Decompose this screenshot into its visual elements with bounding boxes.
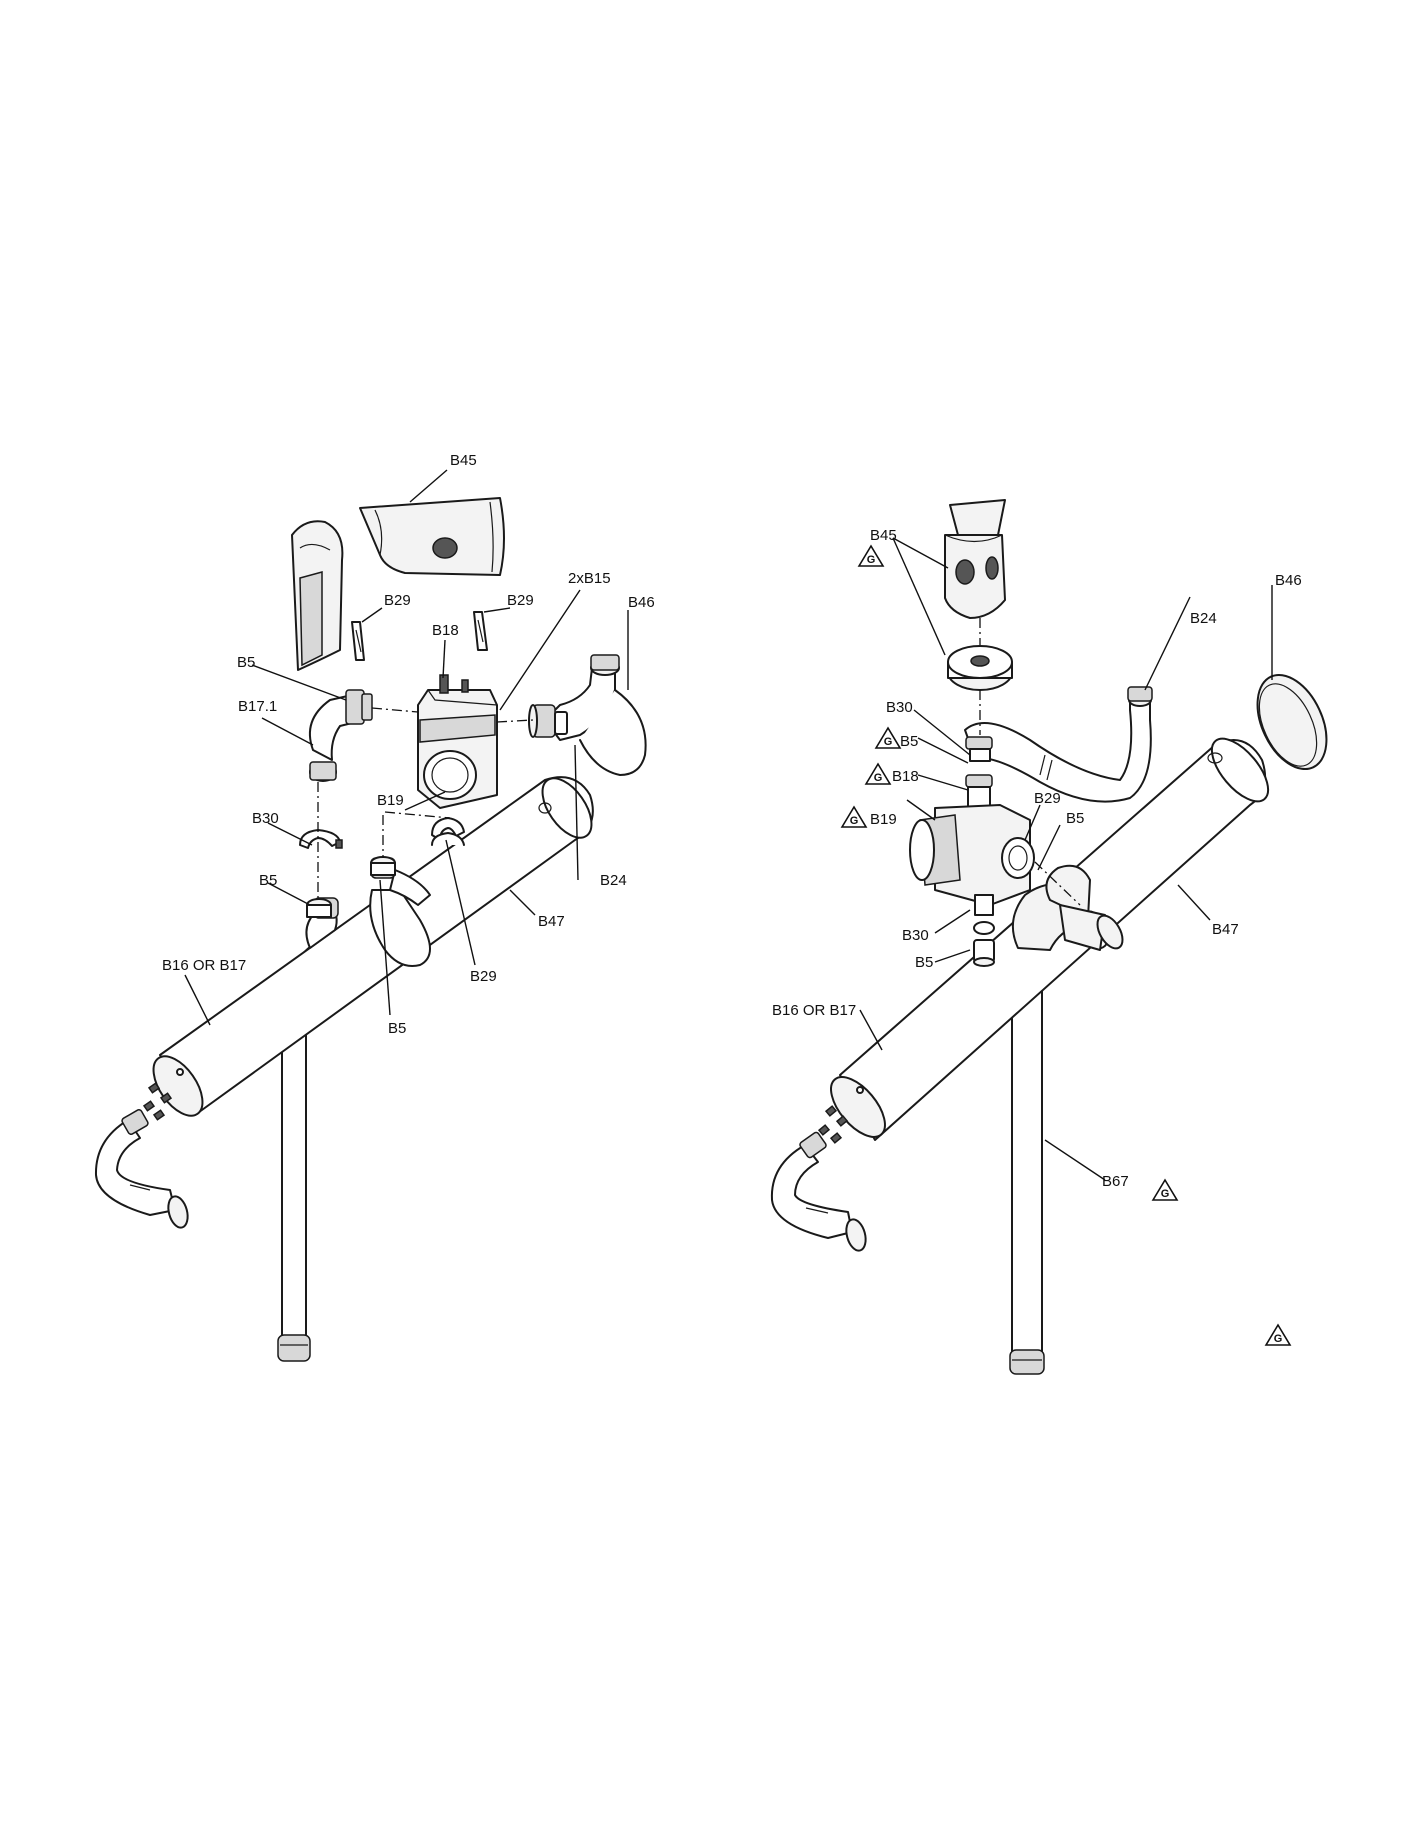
left-assembly: B45 B29 B18 B29 2xB15 B46 B5 B17.1 B19 B… bbox=[94, 452, 655, 1362]
right-label-b45: B45 bbox=[870, 527, 897, 544]
right-label-b5-b: B5 bbox=[1066, 810, 1084, 827]
left-main-cylinder bbox=[142, 776, 594, 1121]
left-label-b17-1: B17.1 bbox=[238, 698, 277, 715]
left-label-b18: B18 bbox=[432, 622, 459, 639]
left-label-b16-or-b17: B16 OR B17 bbox=[162, 957, 246, 974]
left-label-b15: 2xB15 bbox=[568, 570, 611, 587]
right-label-b30-b: B30 bbox=[902, 927, 929, 944]
right-elbow-pipe bbox=[770, 1131, 867, 1252]
right-label-b67: B67 bbox=[1102, 1173, 1129, 1190]
left-b19-clip bbox=[431, 817, 465, 846]
left-label-b19: B19 bbox=[377, 792, 404, 809]
left-pump-body bbox=[417, 674, 498, 809]
right-b45-upper bbox=[944, 499, 1006, 619]
left-label-b24: B24 bbox=[600, 872, 627, 889]
right-valve-assembly bbox=[909, 736, 1035, 967]
right-label-b47: B47 bbox=[1212, 921, 1239, 938]
left-b29-clip-top-left bbox=[351, 621, 365, 661]
left-insulation-sleeve bbox=[291, 520, 344, 671]
left-label-b30: B30 bbox=[252, 810, 279, 827]
left-centerline-right bbox=[496, 719, 534, 723]
left-centerline-horizontal bbox=[371, 707, 419, 713]
left-centerline-b19 bbox=[384, 811, 451, 819]
left-label-b5-c: B5 bbox=[388, 1020, 406, 1037]
left-label-b5-a: B5 bbox=[237, 654, 255, 671]
right-assembly: G G G G G G B45 B46 B24 B30 B5 B18 B19 B… bbox=[770, 499, 1328, 1375]
right-end-cap bbox=[1256, 673, 1328, 771]
right-warning-b67-icon: G bbox=[1151, 1178, 1179, 1201]
left-label-b46: B46 bbox=[628, 594, 655, 611]
left-b45-shell bbox=[359, 497, 505, 576]
left-elbow-pipe bbox=[94, 1109, 189, 1229]
svg-text:G: G bbox=[867, 554, 876, 566]
left-label-b29-a: B29 bbox=[384, 592, 411, 609]
right-label-b46: B46 bbox=[1275, 572, 1302, 589]
svg-text:G: G bbox=[1161, 1188, 1170, 1200]
right-label-b18: B18 bbox=[892, 768, 919, 785]
svg-text:G: G bbox=[850, 815, 859, 827]
left-label-b5-b: B5 bbox=[259, 872, 277, 889]
right-warning-b45-icon: G bbox=[857, 544, 885, 567]
right-label-b19: B19 bbox=[870, 811, 897, 828]
left-b30-clip bbox=[299, 829, 343, 849]
svg-text:G: G bbox=[874, 772, 883, 784]
left-b17-elbow bbox=[308, 689, 373, 782]
left-b5-fitting-lower bbox=[306, 898, 332, 918]
left-b15-fitting bbox=[528, 704, 568, 738]
right-label-b24: B24 bbox=[1190, 610, 1217, 627]
right-b45-ring bbox=[947, 645, 1013, 691]
right-label-b5-c: B5 bbox=[915, 954, 933, 971]
left-label-b47: B47 bbox=[538, 913, 565, 930]
right-label-b29: B29 bbox=[1034, 790, 1061, 807]
right-warning-b19-icon: G bbox=[840, 805, 868, 828]
right-b24-pipe bbox=[964, 686, 1153, 803]
left-b5-fitting-right bbox=[370, 856, 396, 876]
left-label-b29-b: B29 bbox=[507, 592, 534, 609]
right-label-b5-a: B5 bbox=[900, 733, 918, 750]
right-warning-b18-icon: G bbox=[864, 762, 892, 785]
left-label-b45: B45 bbox=[450, 452, 477, 469]
svg-text:G: G bbox=[884, 736, 893, 748]
right-warning-standalone-icon: G bbox=[1264, 1323, 1292, 1346]
left-b29-clip-top-right bbox=[473, 611, 488, 651]
right-label-b16-or-b17: B16 OR B17 bbox=[772, 1002, 856, 1019]
right-warning-b5-icon: G bbox=[874, 726, 902, 749]
right-label-b30-a: B30 bbox=[886, 699, 913, 716]
svg-text:G: G bbox=[1274, 1333, 1283, 1345]
left-label-b29-c: B29 bbox=[470, 968, 497, 985]
